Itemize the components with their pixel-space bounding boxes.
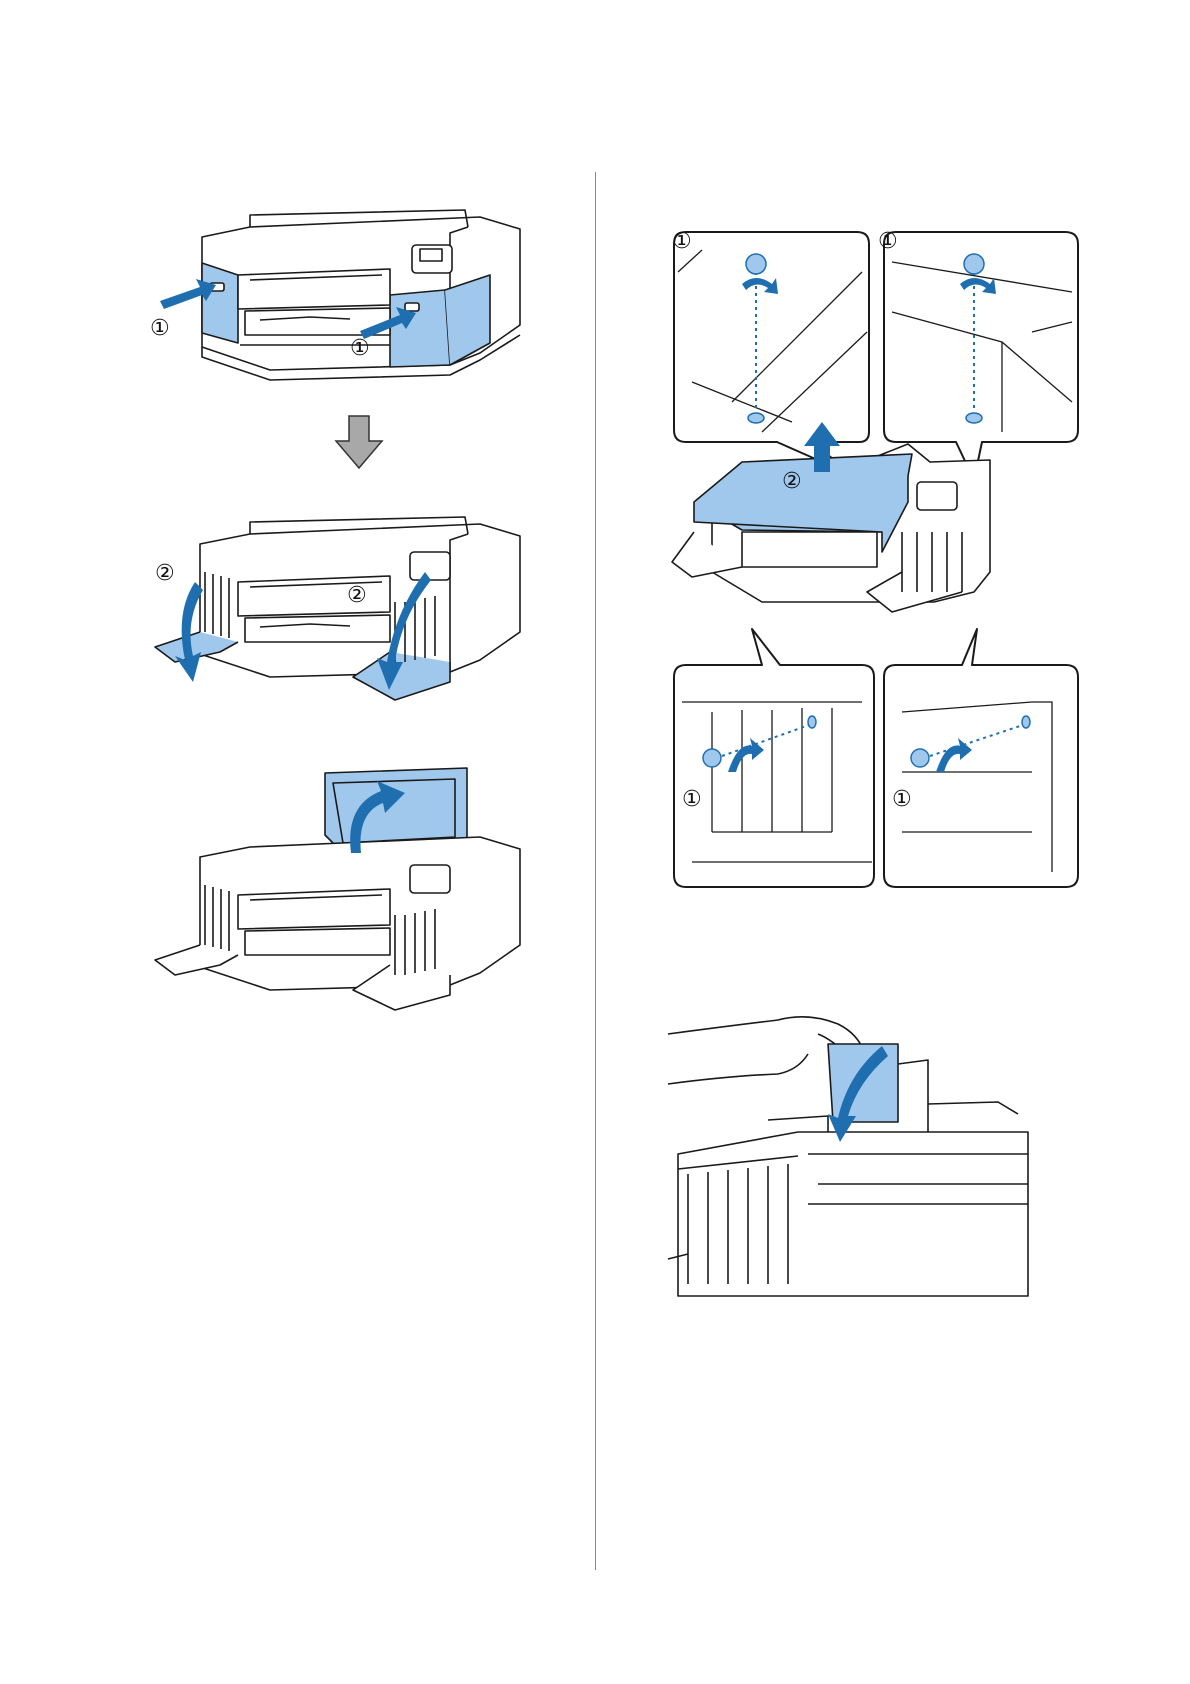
hand-cover-illustration xyxy=(668,1004,1028,1304)
callout-screw-top-left: ① xyxy=(672,229,692,254)
callout-1-left: ① xyxy=(150,316,170,341)
callout-2-left: ② xyxy=(155,561,175,586)
callout-screw-bottom-left: ① xyxy=(682,787,702,812)
figure-printer-open-front-covers: ② ② xyxy=(155,512,535,702)
callout-lift-cover: ② xyxy=(782,469,802,494)
down-arrow-icon xyxy=(335,415,383,469)
figure-cover-screw-removal: ① ① ② ① ① xyxy=(672,232,1080,887)
figure-printer-press-release-buttons: ① ① xyxy=(150,205,530,390)
callout-screw-bottom-right: ① xyxy=(892,787,912,812)
column-divider xyxy=(595,172,596,1570)
callout-screw-top-right: ① xyxy=(878,229,898,254)
printer-illustration: ① ① xyxy=(150,205,530,390)
printer-illustration: ② ② xyxy=(155,512,535,702)
printer-illustration xyxy=(155,765,535,1010)
figure-printer-lift-top-cover xyxy=(155,765,535,1010)
figure-hand-lower-cover xyxy=(668,1004,1028,1304)
callout-1-right: ① xyxy=(350,336,370,361)
callout-2-right: ② xyxy=(347,583,367,608)
cover-removal-illustration: ① ① ② ① ① xyxy=(672,232,1080,887)
